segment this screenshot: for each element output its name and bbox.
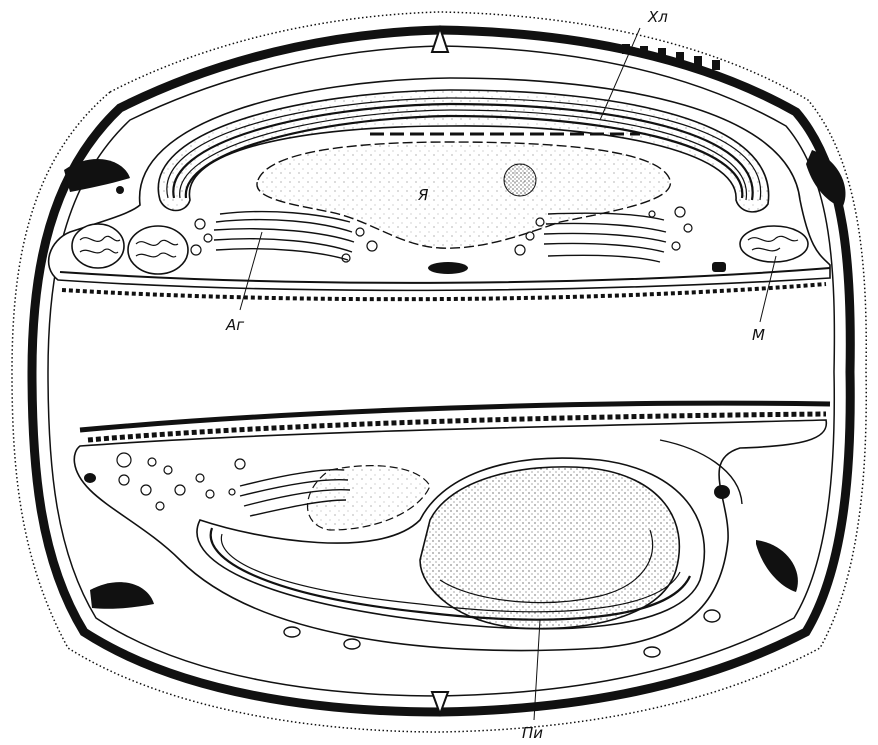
lower-left-granule (84, 473, 96, 483)
nucleus-label: Я (417, 186, 429, 204)
pyrenoid-label: Пи (522, 724, 543, 742)
right-upper-lobe (806, 150, 845, 208)
nucleolus (504, 164, 536, 196)
right-lower-lobe (756, 540, 798, 592)
pyrenoid (420, 467, 679, 629)
golgi-label: Аг (225, 316, 244, 334)
upper-left-granule (116, 186, 124, 194)
upper-right-granule (712, 262, 726, 272)
mitochondrion-upper-left-2 (128, 226, 188, 274)
left-lower-lobe (90, 582, 154, 609)
lower-right-granule (714, 485, 730, 499)
upper-dark-body (428, 262, 468, 274)
mitochondrion-upper-right (740, 226, 808, 262)
mitochondrion-upper-left-1 (72, 224, 124, 268)
chloroplast-label: Хл (647, 8, 668, 26)
mitochondrion-label: М (752, 326, 765, 344)
